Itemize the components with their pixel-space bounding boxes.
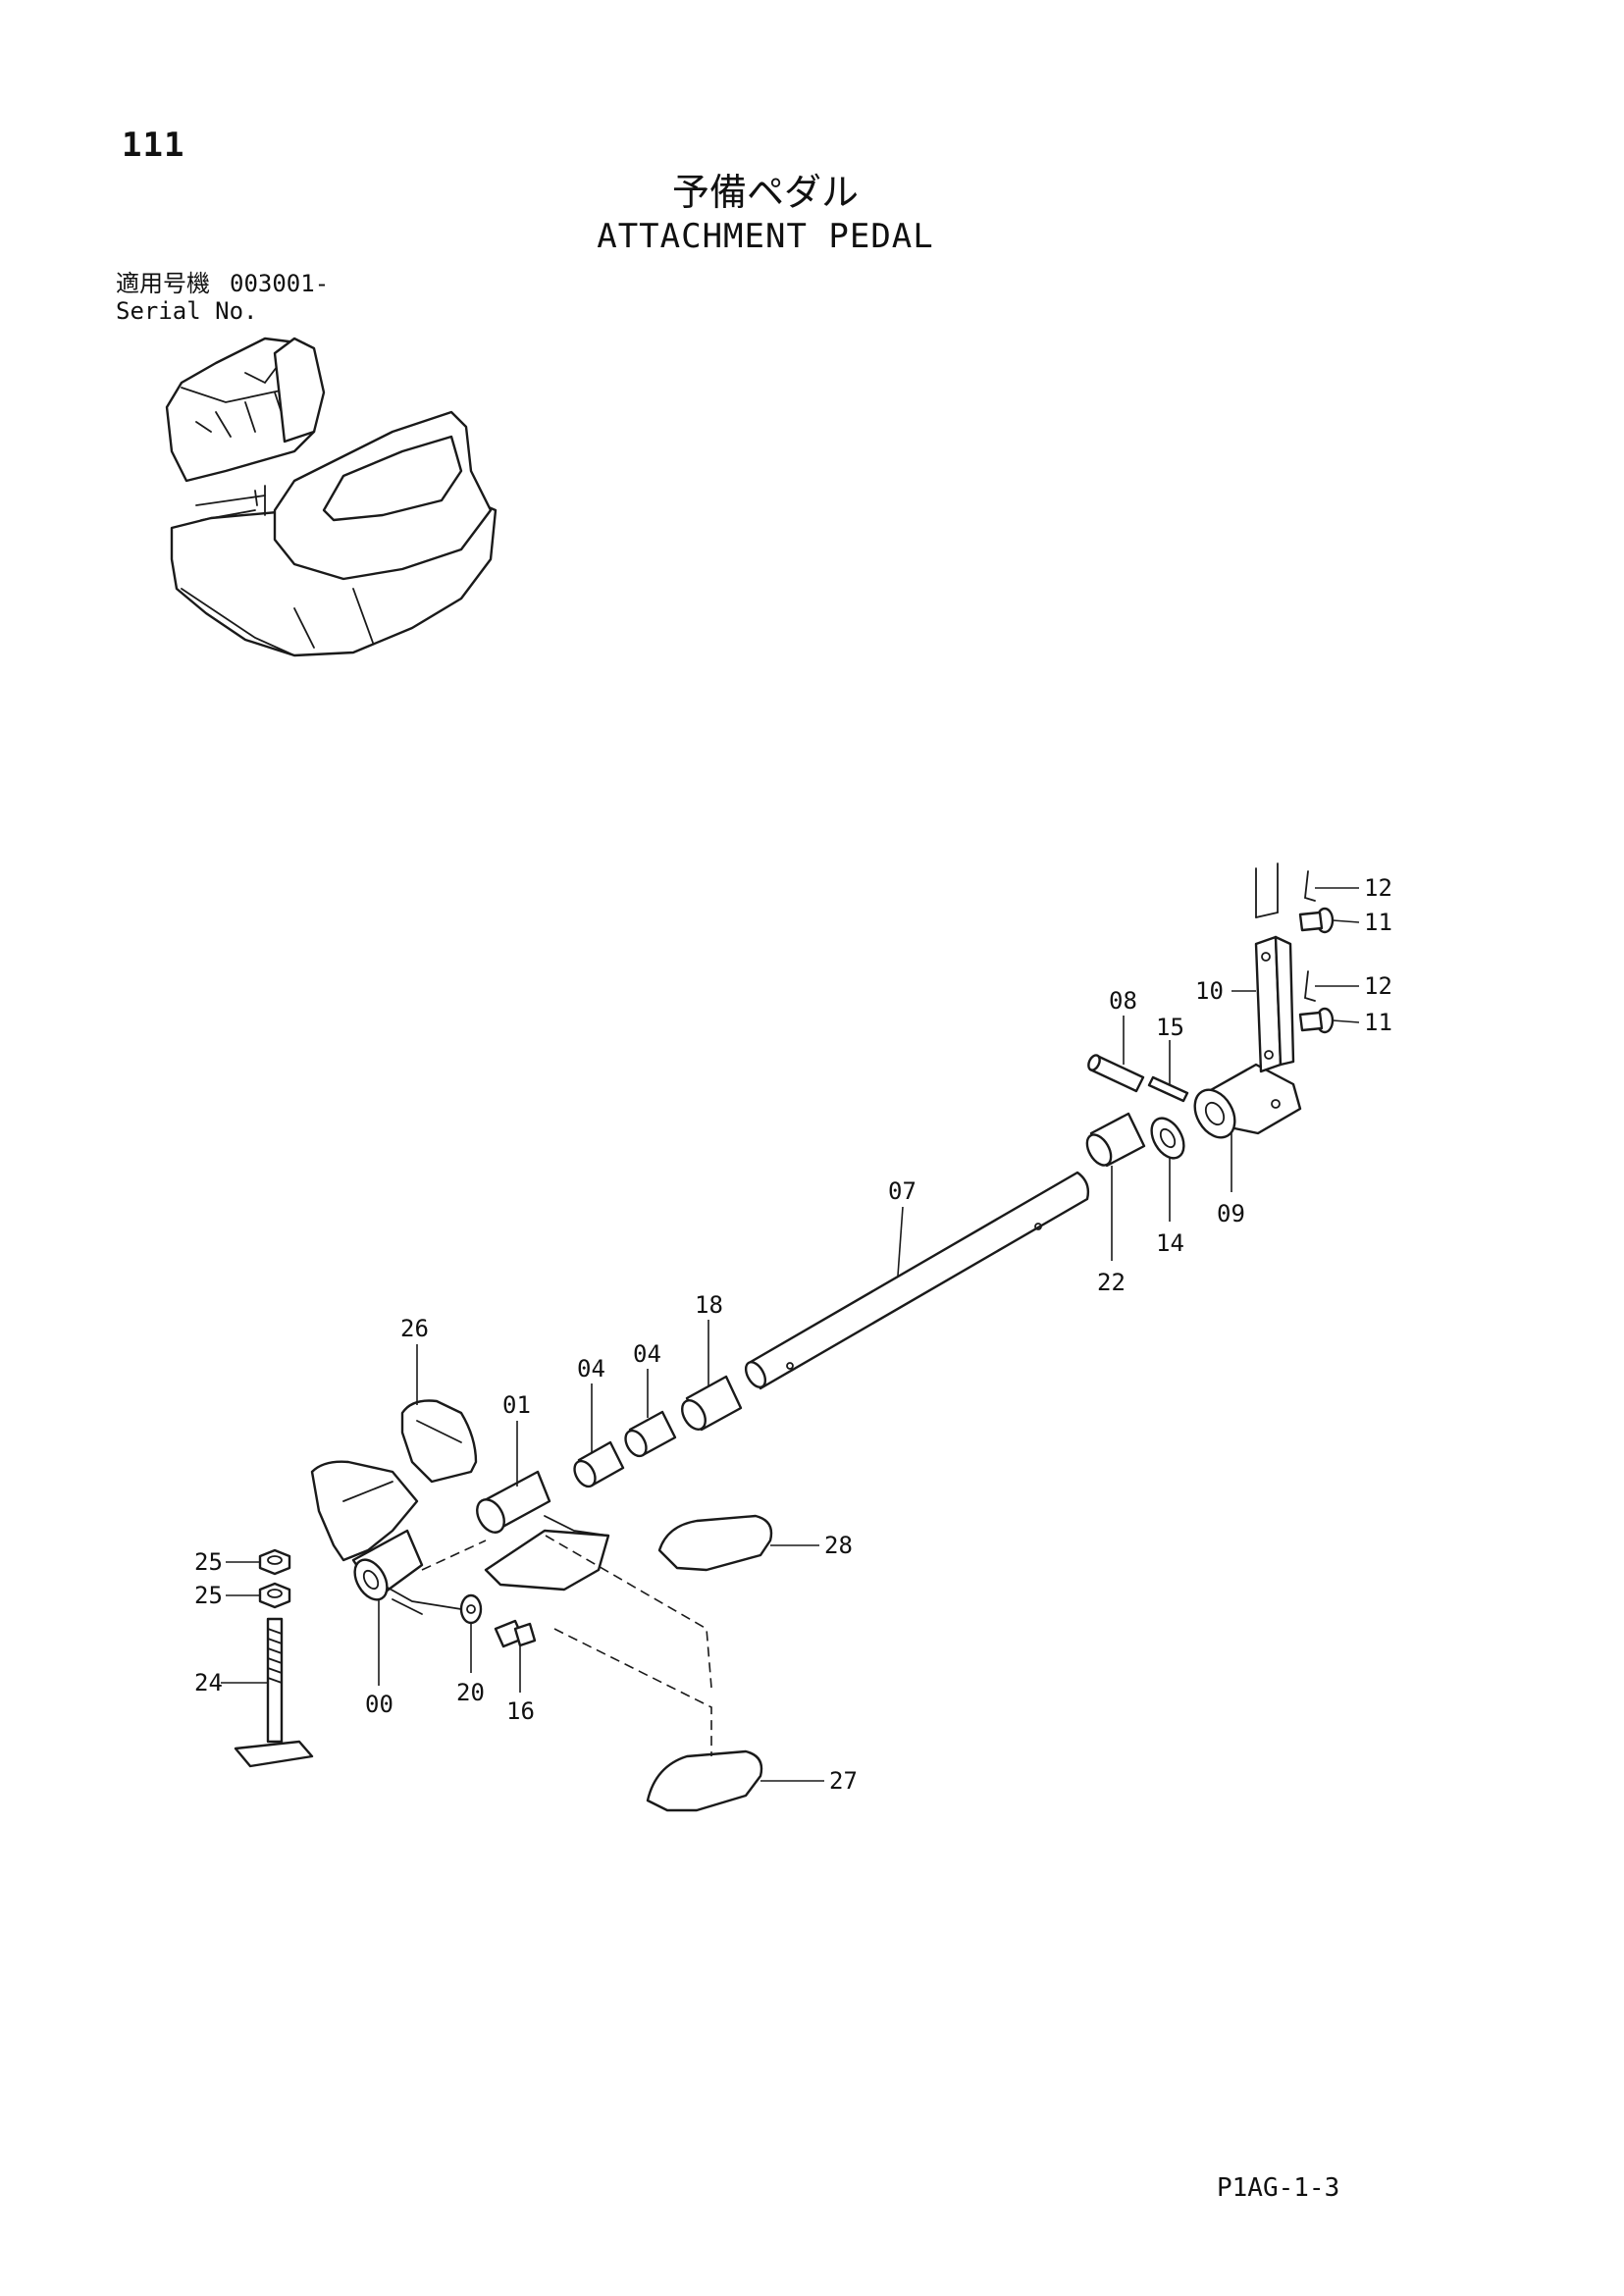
serial-value: 003001- [230, 270, 330, 297]
bolt-16 [494, 1619, 537, 1648]
title-japanese: 予備ペダル [671, 171, 859, 214]
cotter-pin-12-upper [1304, 870, 1316, 902]
callout-12-upper: 12 [1364, 874, 1392, 902]
serial-label-japanese: 適用号機 [116, 270, 210, 297]
location-thumbnail [165, 337, 498, 657]
nut-25-lower [258, 1582, 291, 1609]
callout-18: 18 [695, 1291, 723, 1319]
washer-14 [1150, 1117, 1185, 1160]
pedal-arm-01 [476, 1470, 610, 1592]
cotter-pin-12-lower [1304, 970, 1316, 1002]
callout-07: 07 [888, 1177, 917, 1205]
leader-11-lower [1332, 1019, 1360, 1023]
pedal-pad-27 [646, 1749, 763, 1812]
callout-25-lower: 25 [194, 1582, 223, 1609]
nut-25-upper [258, 1548, 291, 1576]
shaft-07 [744, 1171, 1090, 1390]
callout-11-upper: 11 [1364, 909, 1392, 936]
stopper-bolt-24 [234, 1617, 314, 1768]
callout-26: 26 [400, 1315, 429, 1342]
washer-20 [459, 1593, 483, 1625]
callout-01: 01 [502, 1391, 531, 1419]
page-number: 111 [122, 126, 185, 165]
page-title: 予備ペダル ATTACHMENT PEDAL [510, 169, 1021, 257]
link-plate-10 [1254, 935, 1295, 1073]
assembly-line-lower [553, 1628, 712, 1756]
bushing-04-upper [624, 1410, 677, 1458]
callout-10: 10 [1195, 977, 1224, 1005]
callout-00: 00 [365, 1691, 393, 1718]
upper-rod-end [1255, 862, 1279, 918]
callout-09: 09 [1217, 1200, 1245, 1227]
callout-22: 22 [1097, 1269, 1126, 1296]
callout-25-upper: 25 [194, 1548, 223, 1576]
clevis-pin-11-upper [1298, 907, 1335, 934]
clevis-pin-11-lower [1298, 1007, 1335, 1034]
serial-label-english: Serial No. [116, 297, 258, 325]
bushing-22 [1085, 1112, 1146, 1168]
callout-24: 24 [194, 1669, 223, 1696]
bushing-04-lower [573, 1440, 625, 1488]
callout-15: 15 [1156, 1014, 1184, 1041]
callout-labels: 12 11 12 11 10 08 15 09 14 22 07 18 04 0… [194, 874, 1392, 1795]
spring-pin-15 [1147, 1075, 1189, 1103]
title-english: ATTACHMENT PEDAL [597, 217, 934, 256]
callout-08: 08 [1109, 987, 1137, 1015]
assembly-line-upper [545, 1535, 712, 1689]
callout-11-lower: 11 [1364, 1009, 1392, 1036]
callout-14: 14 [1156, 1229, 1184, 1257]
bracket-09 [1193, 1063, 1302, 1139]
callout-20: 20 [456, 1679, 485, 1706]
callout-27: 27 [829, 1767, 858, 1795]
callout-12-lower: 12 [1364, 972, 1392, 1000]
assembly-line-left [421, 1539, 487, 1571]
pedal-assembly [221, 862, 1360, 1812]
pedal-pad-28 [657, 1514, 773, 1572]
callout-04-lower: 04 [577, 1355, 605, 1383]
callout-16: 16 [506, 1697, 535, 1725]
document-code: P1AG-1-3 [1217, 2173, 1340, 2203]
bushing-18 [681, 1375, 743, 1432]
callout-28: 28 [824, 1532, 853, 1559]
callout-04-upper: 04 [633, 1340, 661, 1368]
leader-11-upper [1332, 919, 1360, 923]
pedal-cover-26 [400, 1399, 478, 1484]
leader-07 [897, 1206, 904, 1277]
serial-block: 適用号機 003001- Serial No. [116, 270, 329, 325]
pin-08 [1087, 1054, 1145, 1093]
pedal-bracket-00 [310, 1460, 462, 1615]
